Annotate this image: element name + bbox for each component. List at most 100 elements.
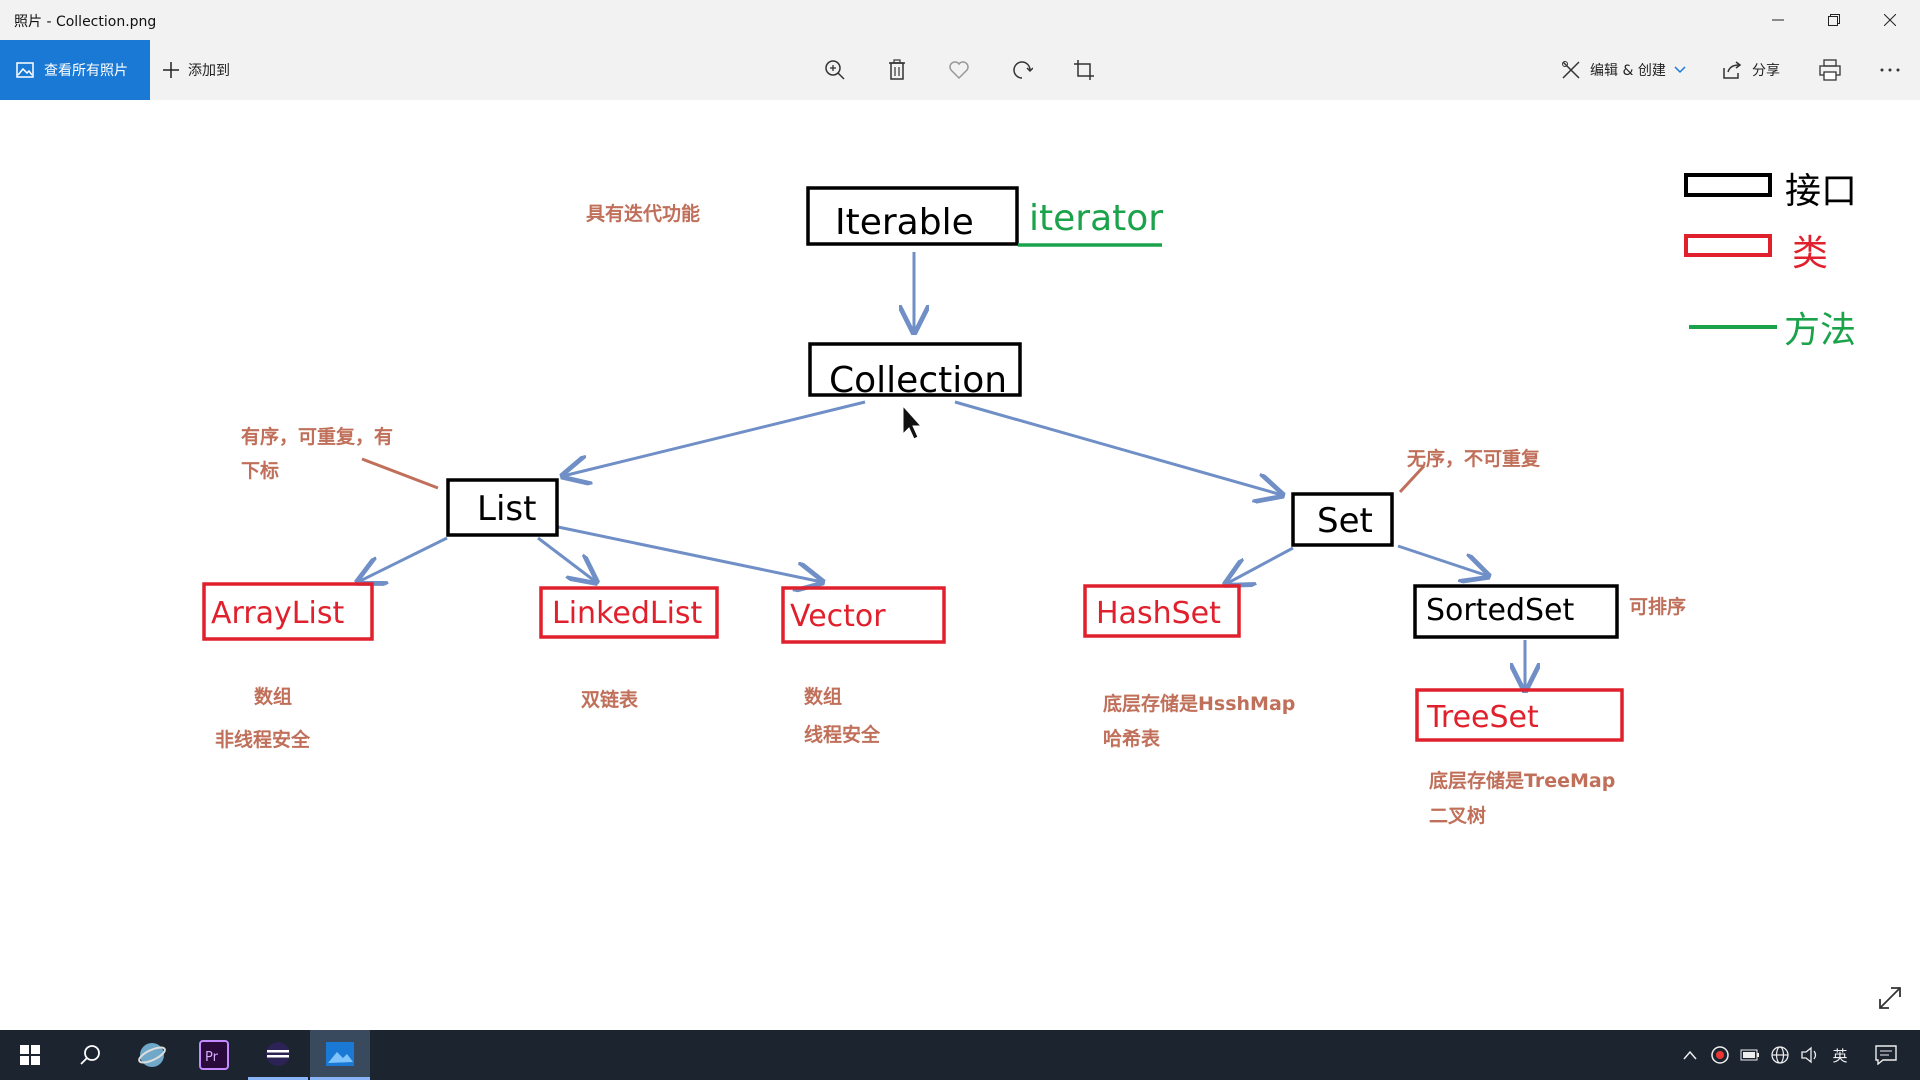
battery-indicator[interactable] xyxy=(1736,1030,1764,1080)
treeset-note-line2: 二叉树 xyxy=(1429,804,1486,827)
globe-icon xyxy=(1771,1046,1789,1064)
print-button[interactable] xyxy=(1812,54,1848,86)
set-box xyxy=(1291,492,1394,547)
collection-box xyxy=(808,342,1022,397)
arraylist-note-line1: 数组 xyxy=(254,685,292,708)
fullscreen-button[interactable] xyxy=(1876,984,1904,1012)
arraylist-note-line2: 非线程安全 xyxy=(215,728,311,751)
view-all-photos-label: 查看所有照片 xyxy=(44,63,128,79)
close-button[interactable] xyxy=(1862,0,1918,40)
premiere-app-icon: Pr xyxy=(199,1040,229,1070)
taskbar-app-photos[interactable] xyxy=(310,1030,370,1080)
taskbar-app-eclipse[interactable] xyxy=(248,1030,308,1080)
input-method-indicator[interactable]: 英 xyxy=(1826,1030,1854,1080)
search-icon xyxy=(80,1045,100,1065)
sortedset-note: 可排序 xyxy=(1629,595,1686,618)
speaker-icon xyxy=(1801,1046,1817,1064)
crop-button[interactable] xyxy=(1066,54,1102,86)
printer-icon xyxy=(1819,59,1841,81)
iterable-note: 具有迭代功能 xyxy=(586,202,700,225)
security-app-icon xyxy=(1711,1046,1729,1064)
minimize-icon xyxy=(1772,19,1784,21)
arrow-collection-list xyxy=(563,400,866,476)
rotate-icon xyxy=(1013,61,1033,79)
more-options-button[interactable] xyxy=(1872,54,1908,86)
volume-indicator[interactable] xyxy=(1796,1030,1824,1080)
ellipsis-icon xyxy=(1880,68,1900,72)
taskbar-app-premiere[interactable]: Pr xyxy=(184,1030,244,1080)
windows-taskbar: Pr xyxy=(0,1030,1920,1080)
zoom-in-icon xyxy=(825,60,845,80)
list-box xyxy=(446,478,559,537)
photo-canvas: Iterable iterator Collection List Set Ar… xyxy=(0,100,1920,1030)
arrow-set-hashset xyxy=(1226,546,1294,584)
set-label: Set xyxy=(1317,501,1373,541)
favorite-button[interactable] xyxy=(941,54,977,86)
share-button[interactable]: 分享 xyxy=(1722,40,1780,100)
hashset-label: HashSet xyxy=(1096,596,1221,631)
window-title: 照片 - Collection.png xyxy=(14,14,157,30)
legend-class-swatch xyxy=(1684,234,1772,257)
search-button[interactable] xyxy=(60,1030,120,1080)
network-indicator[interactable] xyxy=(1766,1030,1794,1080)
list-note-pointer xyxy=(361,457,439,490)
eclipse-app-icon xyxy=(266,1041,290,1066)
start-button[interactable] xyxy=(0,1030,60,1080)
linkedlist-note: 双链表 xyxy=(581,688,639,711)
hashset-note-line2: 哈希表 xyxy=(1103,727,1161,750)
ime-label: 英 xyxy=(1832,1046,1848,1065)
treeset-label: TreeSet xyxy=(1426,700,1539,735)
add-to-label: 添加到 xyxy=(188,63,230,79)
restore-button[interactable] xyxy=(1806,0,1862,40)
diagram-legend: 接口 类 方法 xyxy=(1684,171,1857,351)
add-to-button[interactable]: 添加到 xyxy=(162,40,230,100)
arrow-list-vector xyxy=(557,525,822,582)
linkedlist-box xyxy=(539,586,719,639)
linkedlist-label: LinkedList xyxy=(552,596,703,631)
set-note: 无序，不可重复 xyxy=(1407,447,1541,470)
tray-app-icon[interactable] xyxy=(1706,1030,1734,1080)
chevron-up-icon xyxy=(1683,1050,1697,1060)
delete-button[interactable] xyxy=(879,54,915,86)
collection-diagram: Iterable iterator Collection List Set Ar… xyxy=(202,171,1857,827)
hashset-box xyxy=(1083,584,1241,638)
sortedset-box xyxy=(1413,584,1619,639)
list-note-line2: 下标 xyxy=(241,460,279,482)
zoom-button[interactable] xyxy=(817,54,853,86)
class-boxes xyxy=(202,582,1624,742)
set-note-pointer xyxy=(1398,464,1426,494)
hashset-note-line1: 底层存储是HsshMap xyxy=(1103,692,1295,715)
chevron-down-icon xyxy=(1674,66,1686,74)
arrow-set-sortedset xyxy=(1397,544,1488,576)
treeset-box xyxy=(1415,688,1624,742)
share-icon xyxy=(1723,61,1742,79)
legend-interface-swatch xyxy=(1684,173,1772,197)
show-hidden-icons-button[interactable] xyxy=(1676,1030,1704,1080)
expand-icon xyxy=(1879,987,1901,1009)
action-center-button[interactable] xyxy=(1866,1030,1906,1080)
photos-toolbar: 查看所有照片 添加到 xyxy=(0,40,1920,100)
rotate-button[interactable] xyxy=(1004,54,1040,86)
edit-create-button[interactable]: 编辑 & 创建 xyxy=(1560,40,1686,100)
photo-gallery-icon xyxy=(16,62,34,78)
title-bar: 照片 - Collection.png xyxy=(0,0,1920,40)
edit-create-icon xyxy=(1562,61,1580,79)
photos-app-icon xyxy=(326,1041,354,1066)
crop-icon xyxy=(1074,60,1094,80)
view-all-photos-button[interactable]: 查看所有照片 xyxy=(0,40,150,100)
edit-create-label: 编辑 & 创建 xyxy=(1590,63,1666,79)
close-icon xyxy=(1884,14,1896,26)
minimize-button[interactable] xyxy=(1750,0,1806,40)
sortedset-label: SortedSet xyxy=(1426,593,1574,628)
taskbar-app-browser[interactable] xyxy=(122,1030,182,1080)
iterable-label: Iterable xyxy=(835,202,974,243)
diagram-arrows xyxy=(358,252,1525,690)
diagram-notes: 具有迭代功能 有序，可重复，有 下标 无序，不可重复 可排序 数组 非线程安全 … xyxy=(215,202,1686,827)
arraylist-box xyxy=(202,582,374,641)
treeset-note-line1: 底层存储是TreeMap xyxy=(1429,769,1615,792)
vector-box xyxy=(781,586,946,644)
arrow-list-arraylist xyxy=(358,536,448,582)
collection-label: Collection xyxy=(829,360,1007,401)
mouse-cursor xyxy=(902,404,923,440)
iterator-label: iterator xyxy=(1029,198,1163,239)
